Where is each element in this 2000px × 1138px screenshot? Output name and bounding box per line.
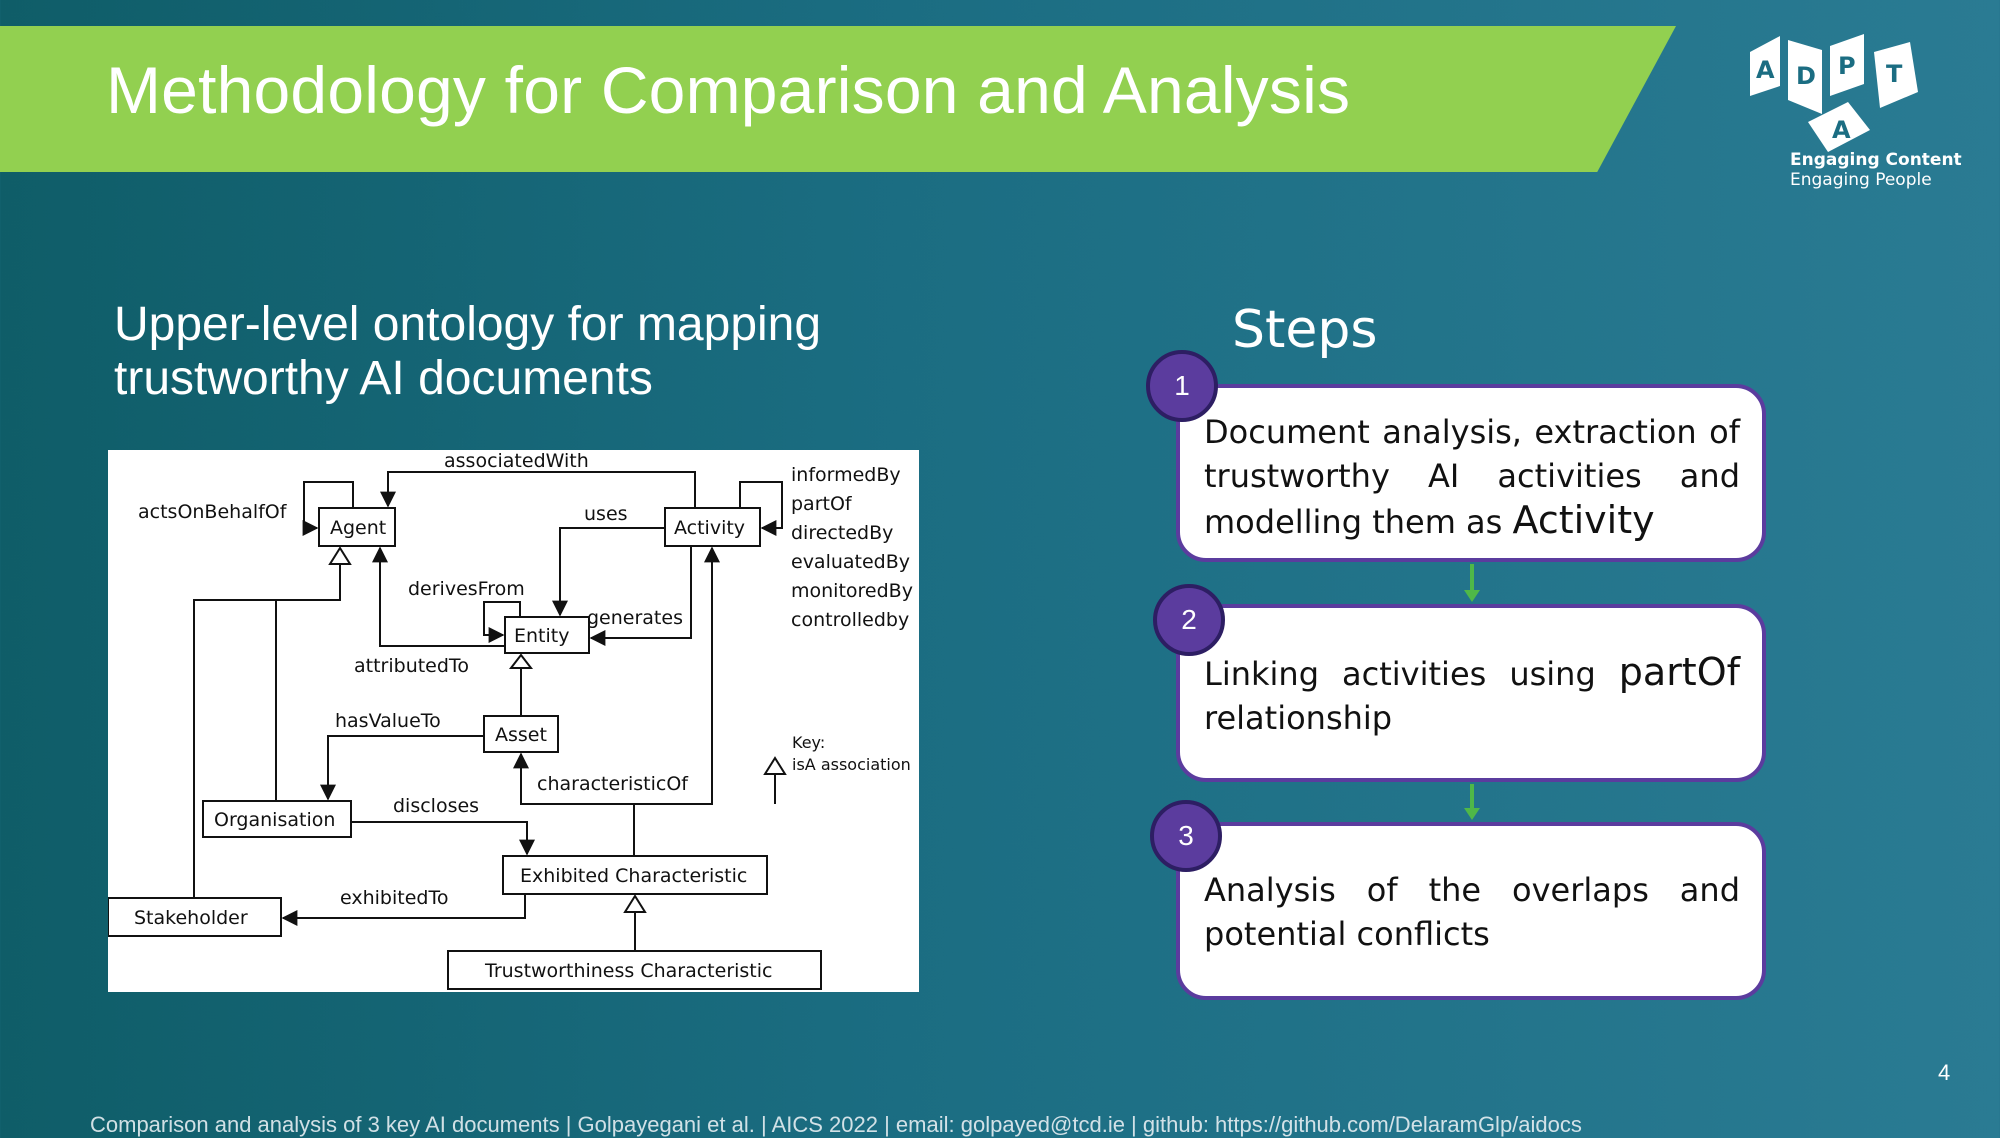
step-3-body: Analysis of the overlaps and potential c… [1204, 871, 1740, 953]
logo-letter-a2: A [1832, 116, 1851, 144]
step-number-2: 2 [1153, 584, 1225, 656]
node-activity-label: Activity [674, 517, 745, 539]
edge-derives-from [483, 601, 521, 643]
key-title: Key: [792, 733, 825, 752]
relation-controlled-by: controlledby [791, 609, 909, 631]
key-label: isA association [792, 755, 911, 774]
edge-label-generates: generates [587, 607, 683, 629]
logo-letter-d: D [1796, 62, 1816, 90]
ontology-diagram: Agent Activity Entity Asset Organisation… [108, 450, 919, 992]
step-2-body-after: relationship [1204, 699, 1393, 737]
relation-informed-by: informedBy [791, 464, 901, 486]
step-1-emphasis: Activity [1512, 498, 1655, 542]
logo-letter-p: P [1838, 52, 1856, 80]
edge-label-attributed-to: attributedTo [354, 655, 469, 677]
edge-discloses [351, 821, 535, 856]
edge-acts-on-behalf-of [302, 481, 354, 536]
node-asset-label: Asset [495, 724, 547, 746]
logo-tile-t [1874, 42, 1918, 108]
step-1-text: Document analysis, extraction of trustwo… [1204, 410, 1740, 544]
ontology-diagram-svg: Agent Activity Entity Asset Organisation… [108, 450, 913, 990]
node-entity-label: Entity [514, 625, 569, 647]
edge-characteristic-of [633, 546, 720, 856]
edge-label-exhibited-to: exhibitedTo [340, 887, 448, 909]
title-bar [0, 26, 1676, 172]
logo-tagline-line2: Engaging People [1790, 170, 1932, 190]
adapt-logo: A D P A T [1750, 34, 1918, 152]
node-agent [318, 507, 396, 547]
relation-evaluated-by: evaluatedBy [791, 551, 910, 573]
edge-label-associated-with: associatedWith [444, 450, 589, 472]
steps-title: Steps [1232, 300, 1378, 360]
isa-triangle-entity [508, 653, 534, 669]
step-number-1: 1 [1146, 350, 1218, 422]
node-organisation-label: Organisation [214, 809, 335, 831]
node-entity [504, 616, 590, 654]
step-card-1: Document analysis, extraction of trustwo… [1176, 384, 1766, 562]
edge-activity-relations [739, 481, 783, 536]
step-arrow-1-head [1464, 590, 1480, 602]
step-card-3: Analysis of the overlaps and potential c… [1176, 822, 1766, 1000]
edge-attributed-to [372, 546, 505, 647]
edge-stakeholder-isa-agent [193, 599, 276, 898]
step-card-2: Linking activities using partOf relation… [1176, 604, 1766, 782]
step-2-text: Linking activities using partOf relation… [1204, 650, 1740, 740]
diagram-caption: Upper-level ontology for mapping trustwo… [114, 298, 822, 405]
key-triangle [763, 756, 787, 775]
step-3-text: Analysis of the overlaps and potential c… [1204, 868, 1740, 956]
logo-tile-a2 [1808, 102, 1870, 152]
step-number-3: 3 [1150, 800, 1222, 872]
node-stakeholder-label: Stakeholder [134, 907, 248, 929]
edge-organisation-isa-agent [275, 564, 341, 801]
step-1-body: Document analysis, extraction of trustwo… [1204, 413, 1740, 541]
step-arrow-2 [1470, 784, 1474, 808]
edge-label-discloses: discloses [393, 795, 479, 817]
logo-tagline-line1: Engaging Content [1790, 150, 1962, 170]
edge-generates [589, 546, 692, 646]
logo-tagline: Engaging Content Engaging People [1790, 150, 1962, 190]
edge-label-has-value-to: hasValueTo [335, 710, 441, 732]
edge-label-uses: uses [584, 503, 628, 525]
slide-title: Methodology for Comparison and Analysis [106, 53, 1351, 127]
node-trustworthiness-characteristic-label: Trustworthiness Characteristic [484, 960, 773, 982]
page-number: 4 [1938, 1060, 1951, 1085]
isa-triangle-agent [328, 546, 352, 565]
edge-label-acts-on-behalf-of: actsOnBehalfOf [138, 501, 288, 523]
logo-tile-d [1788, 40, 1822, 114]
edge-associated-with [380, 471, 696, 508]
relation-directed-by: directedBy [791, 522, 893, 544]
edge-uses [552, 527, 665, 617]
relation-monitored-by: monitoredBy [791, 580, 913, 602]
node-exhibited-characteristic-label: Exhibited Characteristic [520, 865, 747, 887]
step-arrow-2-head [1464, 808, 1480, 820]
edge-exhibited-to [281, 894, 526, 926]
relation-part-of: partOf [791, 493, 853, 515]
edge-has-value-to [320, 735, 484, 801]
step-arrow-1 [1470, 564, 1474, 590]
step-2-emphasis: partOf [1618, 650, 1740, 694]
node-agent-label: Agent [330, 517, 386, 539]
logo-letter-a1: A [1756, 56, 1775, 84]
footer-text: Comparison and analysis of 3 key AI docu… [90, 1112, 1582, 1137]
edge-label-characteristic-of: characteristicOf [537, 773, 689, 795]
edge-label-derives-from: derivesFrom [408, 578, 525, 600]
edge-characteristic-of-asset [513, 752, 712, 805]
logo-tile-a1 [1750, 36, 1780, 96]
logo-tile-p [1830, 34, 1864, 96]
isa-triangle-exhibited [623, 894, 647, 913]
step-2-body: Linking activities using [1204, 655, 1619, 693]
logo-letter-t: T [1886, 60, 1903, 88]
